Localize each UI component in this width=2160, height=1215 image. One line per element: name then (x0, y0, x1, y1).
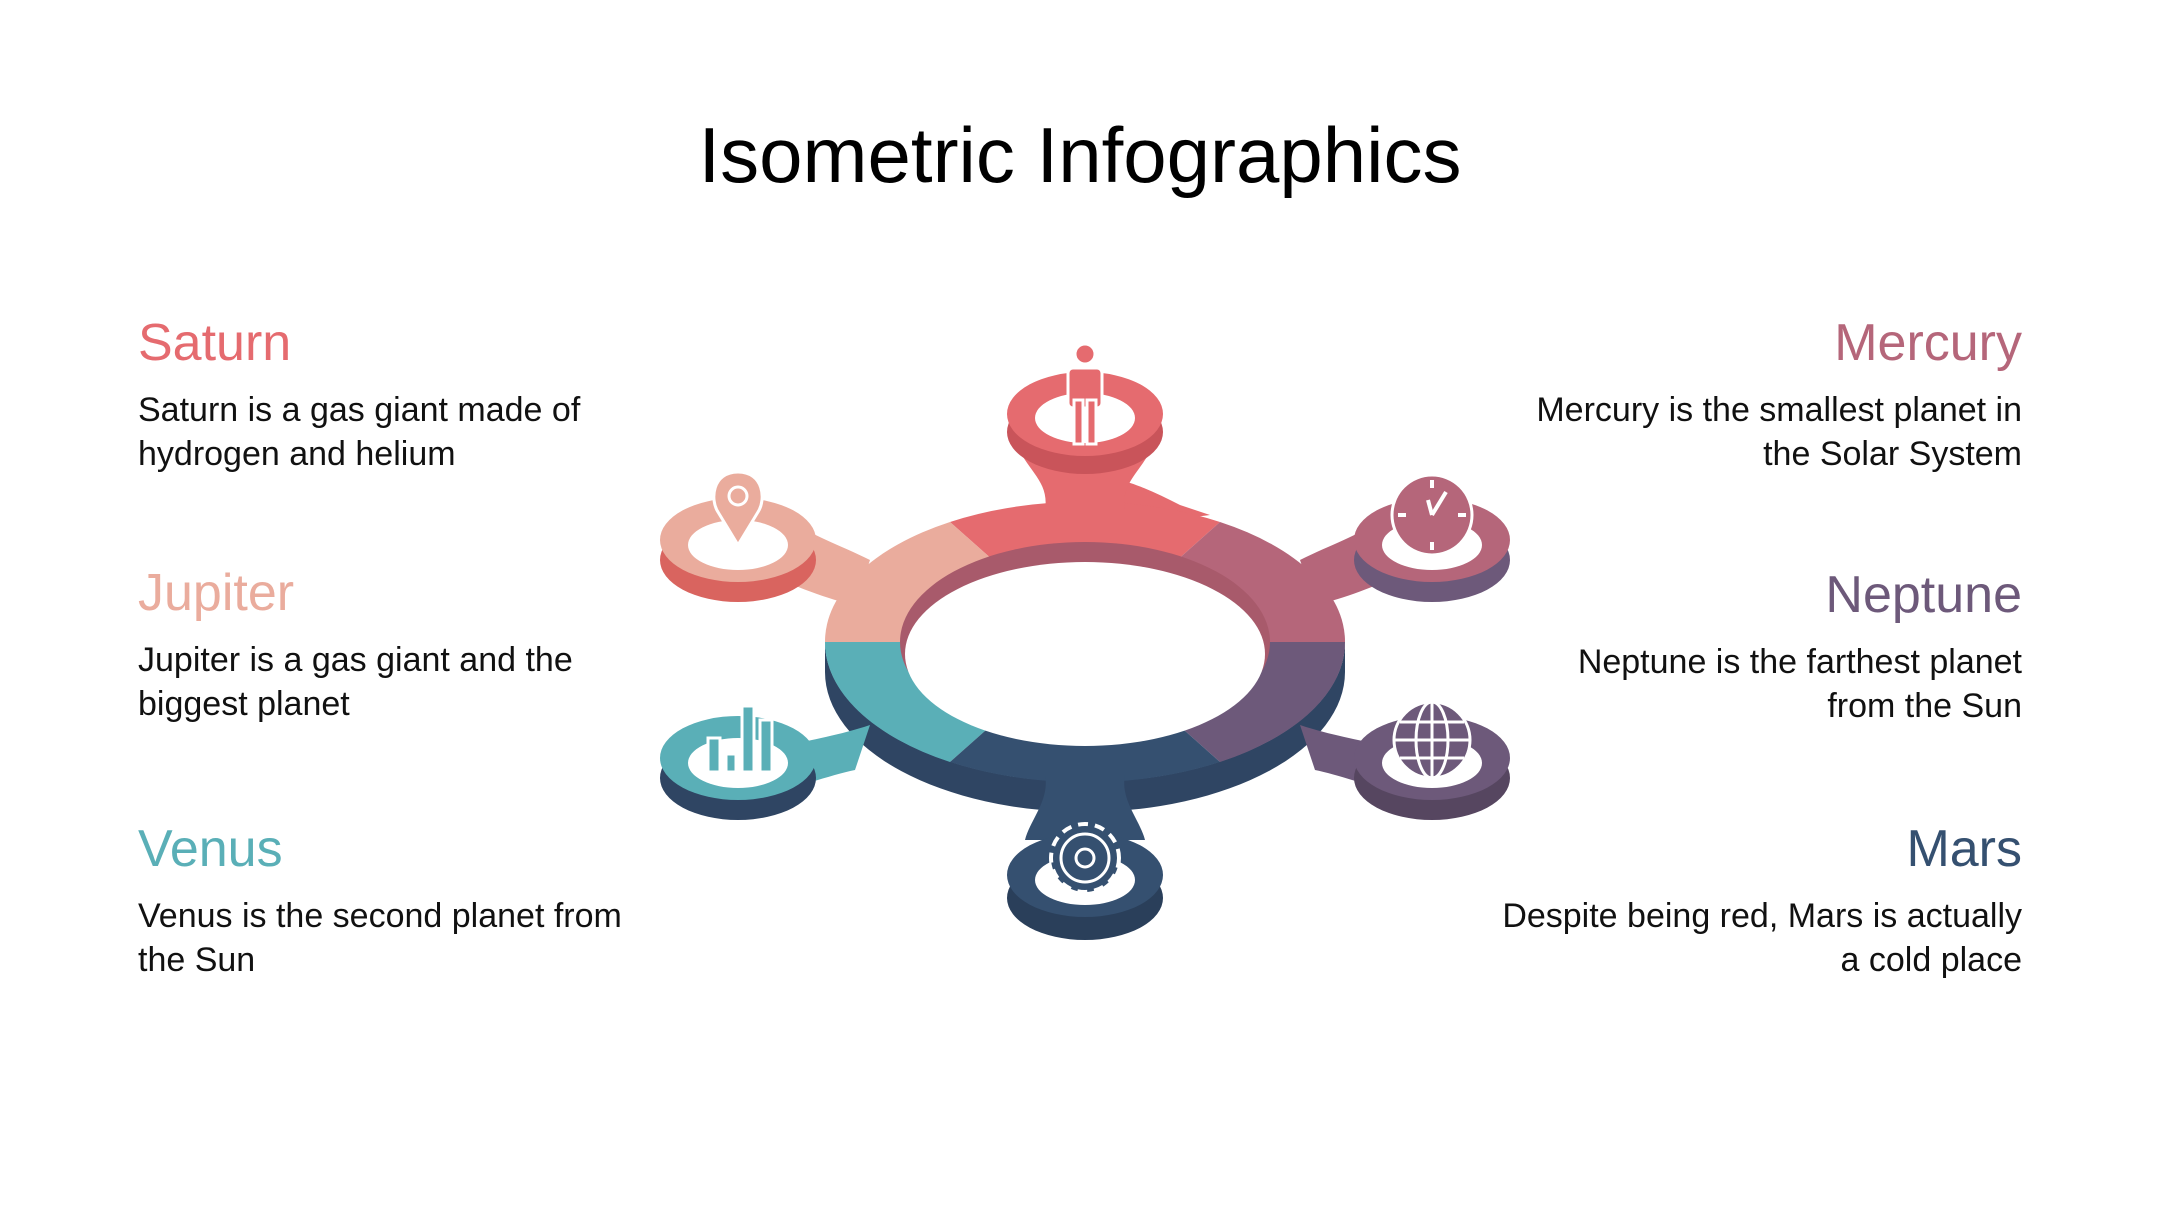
globe-icon (1392, 700, 1472, 780)
venus-description: Venus is the second planet from the Sun (138, 897, 622, 979)
bar-chart-icon (706, 704, 774, 774)
mars-description: Despite being red, Mars is actually a co… (1502, 897, 2022, 979)
neptune-title: Neptune (1825, 566, 2022, 624)
clock-icon (1390, 473, 1474, 557)
page-title: Isometric Infographics (698, 111, 1462, 199)
mercury-description: Mercury is the smallest planet in the So… (1536, 391, 2022, 473)
ring-hole (905, 562, 1265, 746)
venus-title: Venus (138, 820, 283, 878)
venus-block: Venus Venus is the second planet from th… (138, 818, 658, 982)
person-icon (1066, 342, 1104, 446)
mercury-title: Mercury (1834, 314, 2022, 372)
node-top-hole (1035, 393, 1135, 443)
location-pin-icon (712, 470, 764, 548)
jupiter-block: Jupiter Jupiter is a gas giant and the b… (138, 562, 658, 726)
mars-block: Mars Despite being red, Mars is actually… (1502, 818, 2022, 982)
saturn-title: Saturn (138, 314, 292, 372)
mars-title: Mars (1906, 820, 2022, 878)
mercury-block: Mercury Mercury is the smallest planet i… (1502, 312, 2022, 476)
ring-side (825, 642, 1345, 812)
jupiter-title: Jupiter (138, 564, 295, 622)
neptune-description: Neptune is the farthest planet from the … (1577, 643, 2022, 725)
neptune-block: Neptune Neptune is the farthest planet f… (1502, 564, 2022, 728)
arm-bottom (1025, 775, 1145, 840)
saturn-description: Saturn is a gas giant made of hydrogen a… (138, 391, 581, 473)
jupiter-description: Jupiter is a gas giant and the biggest p… (138, 641, 573, 723)
saturn-block: Saturn Saturn is a gas giant made of hyd… (138, 312, 658, 476)
gear-icon (1049, 822, 1121, 894)
